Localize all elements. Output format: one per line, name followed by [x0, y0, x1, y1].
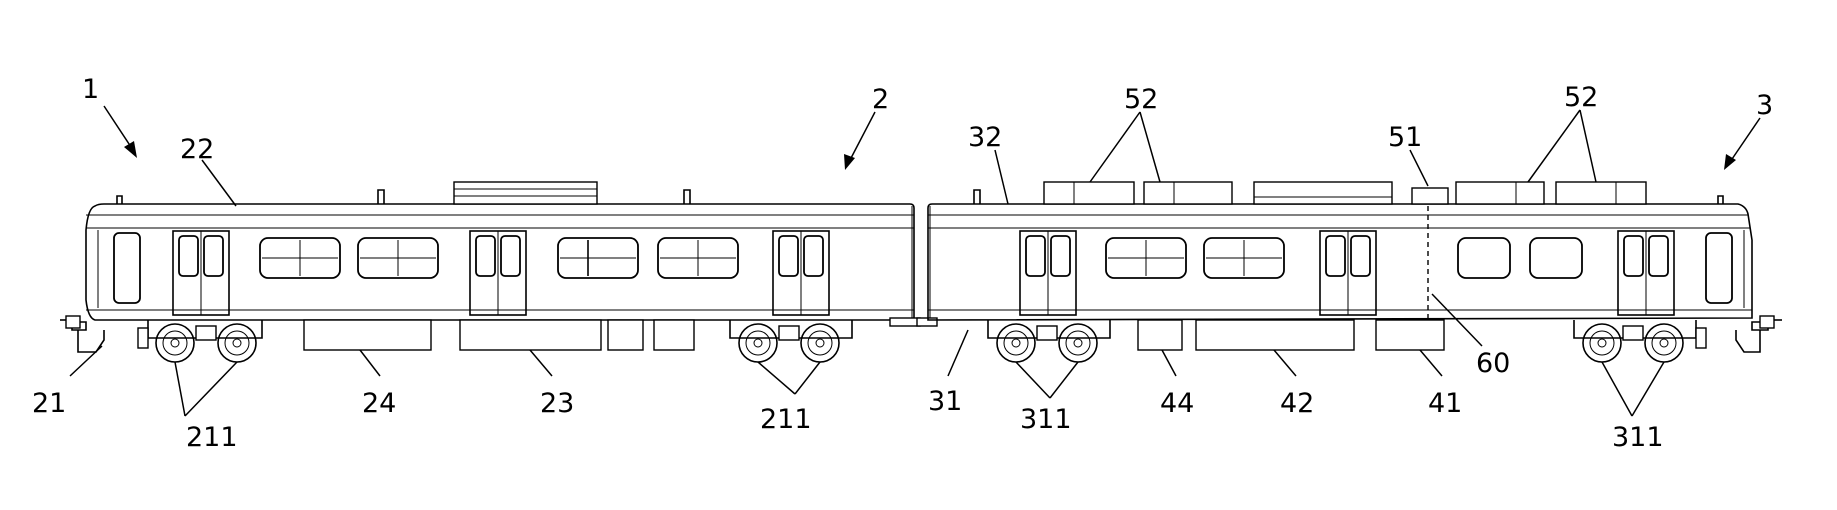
- roof-unit-52-c: [1456, 182, 1544, 204]
- roof-unit-52-d: [1556, 182, 1646, 204]
- label-44: 44: [1160, 388, 1194, 419]
- label-41: 41: [1428, 388, 1462, 419]
- label-24: 24: [362, 388, 396, 419]
- label-32: 32: [968, 122, 1002, 153]
- label-3: 3: [1756, 90, 1773, 121]
- car-right-bogie-1: [988, 320, 1110, 362]
- roof-unit-52-a: [1044, 182, 1134, 204]
- roof-unit-left: [454, 182, 597, 204]
- label-211-left: 211: [186, 422, 238, 453]
- label-211-right: 211: [760, 404, 812, 435]
- label-31: 31: [928, 386, 962, 417]
- label-60: 60: [1476, 348, 1510, 379]
- label-2: 2: [872, 84, 889, 115]
- car-left-windows: [260, 238, 738, 278]
- equipment-23: [460, 320, 601, 350]
- equipment-41: [1376, 320, 1444, 350]
- label-52-left: 52: [1124, 84, 1158, 115]
- label-51: 51: [1388, 122, 1422, 153]
- roof-unit-51: [1412, 188, 1448, 204]
- roof-unit-long: [1254, 182, 1392, 204]
- car-left-bogie-2: [730, 320, 852, 362]
- car-right-underfloor: [1138, 316, 1782, 352]
- label-1: 1: [82, 74, 99, 105]
- car-right-roof-fittings: [974, 182, 1723, 204]
- label-21: 21: [32, 388, 66, 419]
- label-52-right: 52: [1564, 82, 1598, 113]
- equipment-42: [1196, 320, 1354, 350]
- car-right-bogie-2: [1574, 320, 1706, 362]
- label-311-left: 311: [1020, 404, 1072, 435]
- label-22: 22: [180, 134, 214, 165]
- label-23: 23: [540, 388, 574, 419]
- equipment-24: [304, 320, 431, 350]
- car-left-bogie-1: [138, 320, 262, 362]
- label-311-right: 311: [1612, 422, 1664, 453]
- roof-unit-52-b: [1144, 182, 1232, 204]
- equipment-44: [1138, 320, 1182, 350]
- car-left-roof-fittings: [117, 182, 690, 204]
- label-42: 42: [1280, 388, 1314, 419]
